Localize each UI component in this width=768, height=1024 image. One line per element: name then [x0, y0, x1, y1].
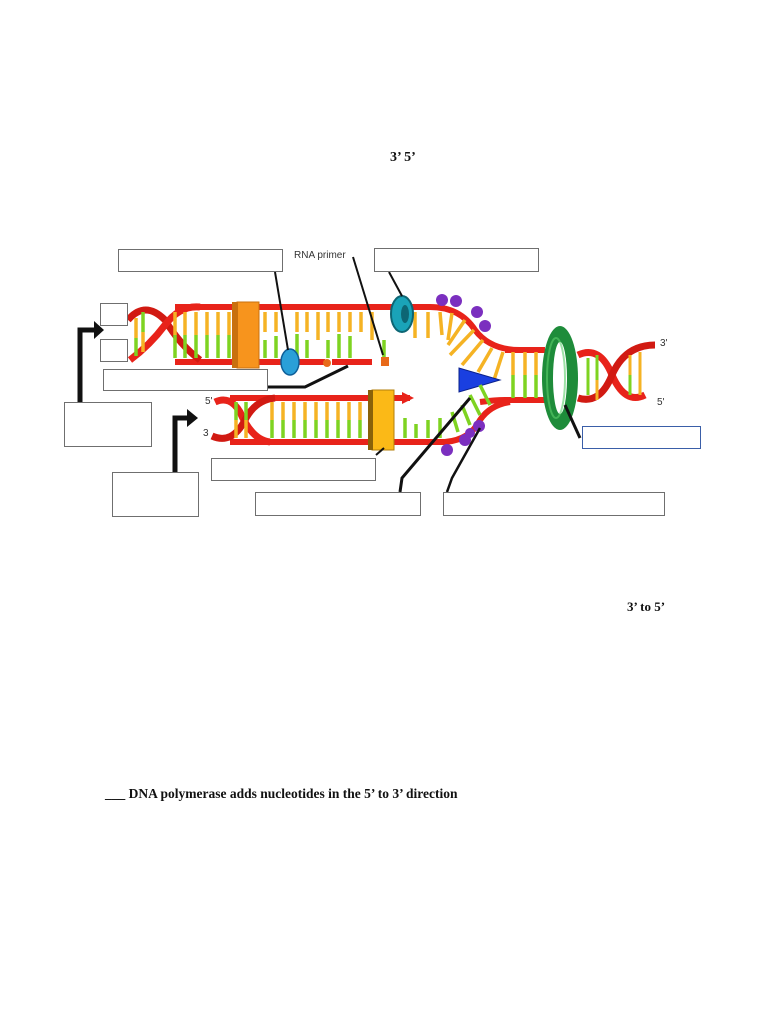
answer-box-top-right[interactable]	[374, 248, 539, 272]
right-top-end-label: 3'	[660, 338, 668, 349]
answer-box-top-left[interactable]	[118, 249, 283, 272]
answer-box-bottom-center[interactable]	[255, 492, 421, 516]
lower-left-top-end-label: 5'	[205, 396, 213, 407]
rna-primer-label: RNA primer	[294, 250, 346, 261]
top-strand-label: 3’ 5’	[390, 150, 416, 165]
answer-box-left-square[interactable]	[64, 402, 152, 447]
answer-box-lower-mid[interactable]	[211, 458, 376, 481]
lower-left-bottom-end-label: 3	[203, 428, 209, 439]
answer-box-helicase[interactable]	[582, 426, 701, 449]
answer-box-lower-left-square[interactable]	[112, 472, 199, 517]
direction-label: 3’ to 5’	[627, 599, 666, 614]
answer-box-small-upper[interactable]	[100, 303, 128, 326]
right-bottom-end-label: 5'	[657, 397, 665, 408]
ssb-proteins-upper	[436, 294, 491, 332]
answer-box-bottom-right[interactable]	[443, 492, 665, 516]
answer-box-mid-left[interactable]	[103, 369, 268, 391]
polymerase-statement: ___ DNA polymerase adds nucleotides in t…	[105, 786, 458, 801]
ssb-proteins-lower	[441, 420, 485, 456]
answer-box-small-lower[interactable]	[100, 339, 128, 362]
